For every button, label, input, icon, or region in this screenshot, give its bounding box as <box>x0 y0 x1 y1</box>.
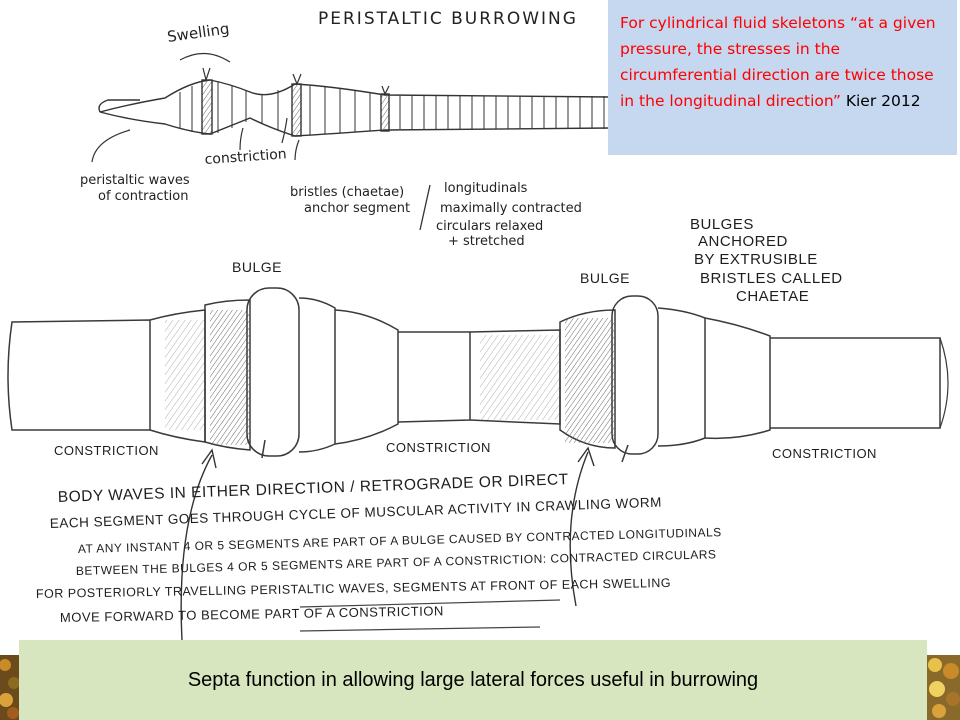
anchored-label-1: BULGES <box>690 216 754 233</box>
label-bristles-1: bristles (chaetae) <box>290 185 404 200</box>
anchored-label-4: BRISTLES CALLED <box>700 270 843 287</box>
anchored-label-5: CHAETAE <box>736 288 809 305</box>
label-constriction: constriction <box>204 146 287 168</box>
anchored-label-3: BY EXTRUSIBLE <box>694 251 818 268</box>
quote-text: For cylindrical fluid skeletons “at a gi… <box>620 14 936 110</box>
leaf-decoration-left <box>0 655 19 720</box>
bulge-label-1: BULGE <box>232 259 282 275</box>
caption-bar: Septa function in allowing large lateral… <box>19 640 927 720</box>
quote-box: For cylindrical fluid skeletons “at a gi… <box>608 0 957 155</box>
label-longitudinal-3: circulars relaxed <box>436 219 543 234</box>
sketch-title: PERISTALTIC BURROWING <box>318 9 578 29</box>
label-bristles-2: anchor segment <box>304 201 410 216</box>
note-line-6: MOVE FORWARD TO BECOME PART OF A CONSTRI… <box>60 603 444 625</box>
caption-text: Septa function in allowing large lateral… <box>187 668 759 691</box>
note-line-5: FOR POSTERIORLY TRAVELLING PERISTALTIC W… <box>36 576 671 601</box>
anchored-label-2: ANCHORED <box>698 233 788 250</box>
label-longitudinal-1: longitudinals <box>444 181 528 196</box>
constriction-label-3: CONSTRICTION <box>772 446 877 461</box>
constriction-label-2: CONSTRICTION <box>386 440 491 455</box>
curved-arrows <box>180 446 595 641</box>
note-underlines <box>299 599 561 632</box>
label-longitudinal-4: + stretched <box>448 234 525 249</box>
label-swelling: Swelling <box>166 19 230 46</box>
label-waves-2: of contraction <box>98 189 188 204</box>
large-worm-drawing <box>7 287 949 463</box>
top-worm-drawing <box>91 52 611 231</box>
label-longitudinal-2: maximally contracted <box>440 201 582 216</box>
constriction-label-1: CONSTRICTION <box>54 443 159 458</box>
bulge-label-2: BULGE <box>580 270 630 286</box>
leaf-decoration-right <box>927 655 960 720</box>
label-waves-1: peristaltic waves <box>80 173 190 188</box>
quote-citation: Kier 2012 <box>845 92 921 110</box>
